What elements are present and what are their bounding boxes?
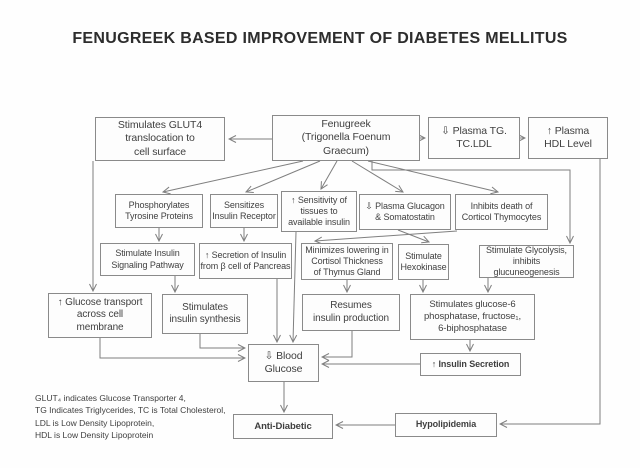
arrow-resumes-to-blood-glucose [322, 331, 353, 357]
diagram-title: FENUGREEK BASED IMPROVEMENT OF DIABETES … [72, 30, 568, 47]
arrow-fenugreek-to-sensitizes [246, 160, 321, 192]
node-minimizes-cortisol-thickness: Minimizes lowering in Cortisol Thickness… [301, 243, 393, 280]
node-fenugreek: Fenugreek (Trigonella Foenum Graecum) [272, 115, 420, 161]
footnote-legend: GLUT₄ indicates Glucose Transporter 4, T… [35, 393, 226, 440]
arrow-fenugreek-to-phosphorylates [163, 160, 304, 192]
arrow-inhibits-death-to-minimizes [315, 230, 458, 241]
node-inhibits-death-thymocytes: Inhibits death of Corticol Thymocytes [455, 194, 548, 230]
node-blood-glucose: ⇩ Blood Glucose [248, 344, 319, 382]
arrow-glucagon-to-hexokinase [397, 229, 429, 242]
node-stimulates-glut4-translocation: Stimulates GLUT4 translocation to cell s… [95, 117, 225, 161]
node-stimulate-hexokinase: Stimulate Hexokinase [398, 244, 449, 280]
node-insulin-signaling-pathway: Stimulate Insulin Signaling Pathway [100, 243, 195, 276]
node-stimulates-glucose6-phosphatase: Stimulates glucose-6 phosphatase, fructo… [410, 294, 535, 340]
arrow-fenugreek-to-inhibits-death [367, 160, 498, 192]
node-sensitizes-insulin-receptor: Sensitizes Insulin Receptor [210, 194, 278, 228]
node-phosphorylates-tyrosine-proteins: Phosphorylates Tyrosine Proteins [115, 194, 203, 228]
node-hypolipidemia: Hypolipidemia [395, 413, 497, 437]
arrow-fenugreek-to-sensitivity [321, 160, 338, 189]
node-stimulate-glycolysis: Stimulate Glycolysis, inhibits glucuneog… [479, 245, 574, 278]
arrow-fenugreek-to-glycolysis [371, 161, 570, 243]
node-anti-diabetic: Anti-Diabetic [233, 414, 333, 439]
node-secretion-insulin-beta-cell: ↑ Secretion of Insulin from β cell of Pa… [199, 243, 292, 279]
node-plasma-tg-tc-ldl: ⇩ Plasma TG. TC.LDL [428, 117, 520, 159]
node-plasma-hdl-level: ↑ Plasma HDL Level [528, 117, 608, 159]
node-glucose-transport-membrane: ↑ Glucose transport across cell membrane [48, 293, 152, 338]
arrow-glucose-transport-to-blood-glucose [99, 338, 245, 358]
node-insulin-secretion: ↑ Insulin Secretion [420, 353, 521, 376]
node-stimulates-insulin-synthesis: Stimulates insulin synthesis [162, 294, 248, 334]
arrow-fenugreek-to-glucagon [351, 160, 403, 192]
node-resumes-insulin-production: Resumes insulin production [302, 294, 400, 331]
arrow-hdl-to-hypolipidemia [500, 159, 601, 424]
arrow-sensitivity-to-blood-glucose [293, 231, 296, 342]
arrow-insulin-synthesis-to-blood-glucose [199, 334, 245, 348]
node-plasma-glucagon-somatostatin: ⇩ Plasma Glucagon & Somatostatin [359, 194, 451, 230]
node-sensitivity-of-tissues: ↑ Sensitivity of tissues to available in… [281, 191, 357, 232]
